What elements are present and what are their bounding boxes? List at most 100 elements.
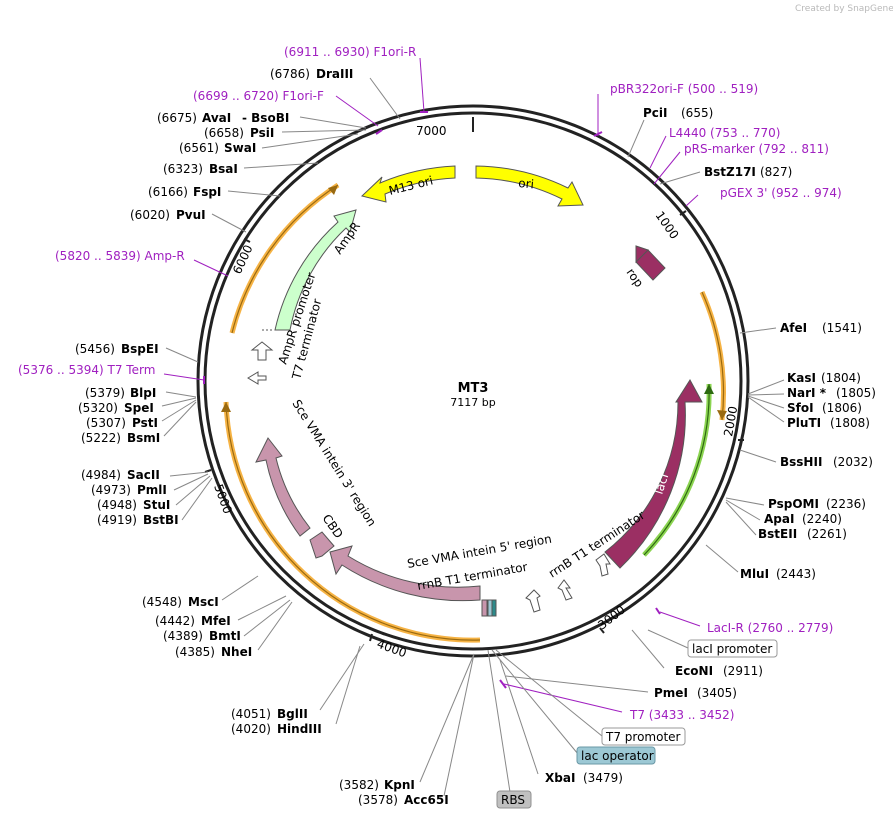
laci-label: lacI	[652, 472, 672, 496]
site-afei: AfeI	[780, 321, 807, 335]
primer-t7-term: (5376 .. 5394) T7 Term	[18, 363, 155, 377]
svg-text:(5307): (5307)	[86, 416, 126, 430]
ori-arrow[interactable]	[475, 165, 584, 207]
sce-5-arrow[interactable]	[329, 545, 481, 602]
svg-text:(2443): (2443)	[776, 567, 816, 581]
svg-text:(3479): (3479)	[583, 771, 623, 785]
site-avai: AvaI	[202, 111, 231, 125]
sce-3-arrow[interactable]	[255, 437, 311, 537]
site-bsmi: BsmI	[127, 431, 160, 445]
plasmid-size: 7117 bp	[450, 396, 495, 409]
site-bsai: BsaI	[209, 162, 238, 176]
svg-text:(1808): (1808)	[830, 416, 870, 430]
svg-text:(5222): (5222)	[81, 431, 121, 445]
site-pluti: PluTI	[787, 416, 821, 430]
svg-text:(1804): (1804)	[821, 371, 861, 385]
site-spei: SpeI	[124, 401, 154, 415]
site-psii: PsiI	[250, 126, 274, 140]
site-msci: MscI	[188, 595, 219, 609]
svg-text:(4389): (4389)	[163, 629, 203, 643]
svg-text:(4051): (4051)	[231, 707, 271, 721]
site-pmei: PmeI	[654, 686, 688, 700]
site-swai: SwaI	[224, 141, 256, 155]
laci-arrow[interactable]	[604, 379, 703, 569]
site-acc65i: Acc65I	[404, 793, 449, 807]
snapgene-credit: Created by SnapGene	[795, 4, 893, 14]
ampr-arrow[interactable]	[274, 209, 357, 331]
svg-text:(1541): (1541)	[822, 321, 862, 335]
tick-5000: 5000	[211, 482, 235, 515]
site-blpi: BlpI	[130, 386, 156, 400]
svg-text:(4385): (4385)	[175, 645, 215, 659]
ori-label: ori	[518, 176, 535, 191]
site-kasi: KasI	[787, 371, 816, 385]
svg-text:(6561): (6561)	[179, 141, 219, 155]
rrnb-arrow-c	[595, 553, 611, 577]
svg-text:(2236): (2236)	[826, 497, 866, 511]
site-hindiii: HindIII	[277, 722, 322, 736]
plasmid-name: MT3	[458, 381, 489, 396]
site-draiii: DraIII	[316, 67, 353, 81]
site-bmti: BmtI	[209, 629, 241, 643]
svg-text:(4442): (4442)	[155, 614, 195, 628]
svg-text:(2240): (2240)	[802, 512, 842, 526]
site-psti: PstI	[132, 416, 158, 430]
site-psppomi: PspOMI	[768, 497, 819, 511]
site-sfoi: SfoI	[787, 401, 814, 415]
site-stui: StuI	[143, 498, 170, 512]
primer-pbr322ori-f: pBR322ori-F (500 .. 519)	[610, 82, 758, 96]
lac-operator-box: lac operator	[581, 749, 654, 763]
svg-text:(4948): (4948)	[97, 498, 137, 512]
svg-text:(5320): (5320)	[78, 401, 118, 415]
svg-text:(2261): (2261)	[807, 527, 847, 541]
primers: (6911 .. 6930) F1ori-R (6699 .. 6720) F1…	[18, 45, 842, 722]
primer-f1ori-f: (6699 .. 6720) F1ori-F	[193, 89, 324, 103]
site-sacii: SacII	[127, 468, 160, 482]
site-bsshii: BssHII	[780, 455, 822, 469]
svg-text:(6658): (6658)	[204, 126, 244, 140]
primer-pgex-3: pGEX 3' (952 .. 974)	[720, 186, 842, 200]
svg-text:(2911): (2911)	[723, 664, 763, 678]
primer-t7: T7 (3433 .. 3452)	[629, 708, 734, 722]
svg-text:(4984): (4984)	[81, 468, 121, 482]
svg-text:(1806): (1806)	[822, 401, 862, 415]
svg-text:(6786): (6786)	[270, 67, 310, 81]
svg-text:(6020): (6020)	[130, 208, 170, 222]
svg-text:(5456): (5456)	[75, 342, 115, 356]
svg-text:(4973): (4973)	[91, 483, 131, 497]
t7-terminator-arrow	[247, 371, 267, 385]
svg-text:(6166): (6166)	[148, 185, 188, 199]
cbd-arrow[interactable]	[309, 531, 335, 559]
tick-2000: 2000	[721, 405, 740, 438]
t7-promoter-box: T7 promoter	[605, 730, 681, 744]
site-bstz17i: BstZ17I	[704, 165, 756, 179]
site-nari: NarI *	[787, 386, 827, 400]
site-bglii: BglII	[277, 707, 308, 721]
highlight-arc-right	[699, 290, 726, 421]
site-pmli: PmlI	[137, 483, 167, 497]
highlight-arc-bottom	[223, 401, 481, 643]
site-nhei: NheI	[221, 645, 252, 659]
svg-text:(3582): (3582)	[339, 778, 379, 792]
m13-ori-arrow[interactable]	[360, 165, 456, 203]
svg-text:(6323): (6323)	[163, 162, 203, 176]
primer-f1ori-r: (6911 .. 6930) F1ori-R	[284, 45, 416, 59]
svg-text:(655): (655)	[681, 106, 713, 120]
site-bspei: BspEI	[121, 342, 159, 356]
feature-boxes: lacI promoter T7 promoter lac operator R…	[487, 629, 778, 809]
svg-text:(4919): (4919)	[97, 513, 137, 527]
rbs-box: RBS	[501, 793, 525, 807]
svg-text:(827): (827)	[760, 165, 792, 179]
site-bsobi: - BsoBI	[242, 111, 289, 125]
site-bsteii: BstEII	[758, 527, 797, 541]
svg-text:(6675): (6675)	[157, 111, 197, 125]
rrnb-arrow-a	[525, 589, 541, 613]
sites-left: (6786) DraIII (6675) AvaI - BsoBI (6658)…	[75, 67, 475, 807]
laci-promoter-box: lacI promoter	[692, 642, 772, 656]
primer-amp-r: (5820 .. 5839) Amp-R	[55, 249, 185, 263]
site-pcii: PciI	[643, 106, 668, 120]
svg-text:(1805): (1805)	[836, 386, 876, 400]
svg-text:(3405): (3405)	[697, 686, 737, 700]
primer-prs-marker: pRS-marker (792 .. 811)	[684, 142, 829, 156]
